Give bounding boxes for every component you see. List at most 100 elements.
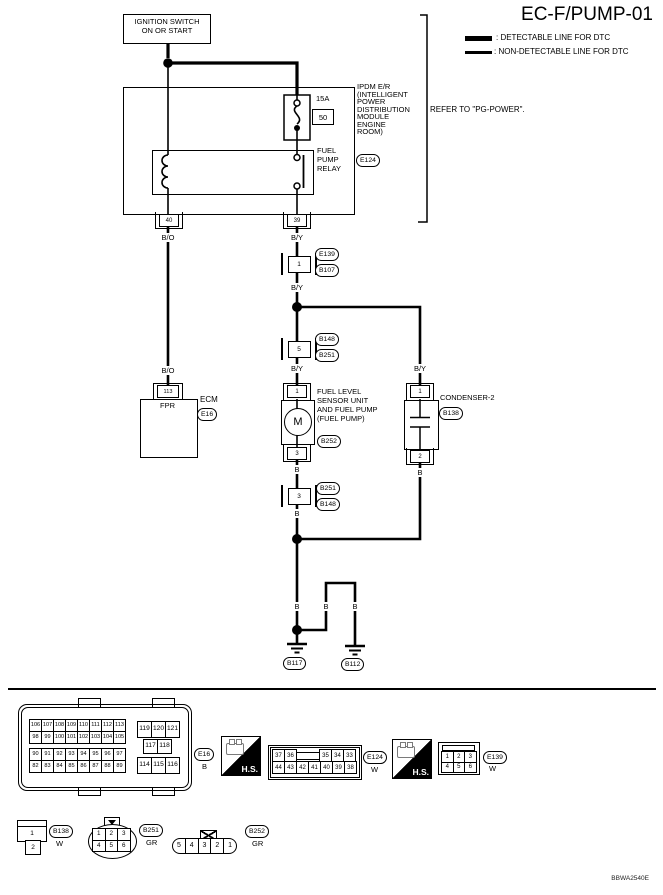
ipdm-name-1: IPDM E/R xyxy=(357,82,391,91)
section-divider xyxy=(8,688,656,690)
relay-name-2: PUMP xyxy=(317,155,339,164)
e139-id-oval: E139 xyxy=(483,751,507,764)
wire-label-by-low: B/Y xyxy=(289,364,305,373)
b251-id-oval: B251 xyxy=(139,824,163,837)
junction-dot-ignition xyxy=(163,58,173,68)
pin-cell: 3 xyxy=(117,828,131,841)
wire-ignition-to-fuse xyxy=(168,61,299,95)
e139-color-label: W xyxy=(489,764,497,773)
inline-connector-3-pin: 3 xyxy=(287,487,311,505)
pin-cell: 38 xyxy=(344,761,357,774)
b252-color-label: GR xyxy=(252,839,264,848)
pin-cell: 4 xyxy=(184,838,199,854)
b138-connector-view: 1 xyxy=(17,820,47,842)
pin-cell: 1 xyxy=(223,838,237,854)
condenser-terminal-2-number: 2 xyxy=(410,450,430,463)
pump-terminal-3: 3 xyxy=(283,445,311,462)
pin-cell: 119 xyxy=(137,721,152,738)
pin-cell: 99 xyxy=(41,731,54,744)
hs-icon: H.S. xyxy=(392,739,432,779)
fuse-rating: 15A xyxy=(316,94,330,103)
condenser-body xyxy=(404,400,439,450)
pump-terminal-1: 1 xyxy=(283,383,311,400)
ipdm-name-4: DISTRIBUTION xyxy=(357,104,410,114)
pin-cell: 118 xyxy=(157,739,172,754)
pin-cell: 3 xyxy=(197,838,212,854)
legend-thick-line-swatch xyxy=(465,36,492,41)
terminal-39: 39 xyxy=(283,212,311,229)
pin-cell: 121 xyxy=(165,721,180,738)
legend-detectable-label: : DETECTABLE LINE FOR DTC xyxy=(496,33,611,42)
wire-condenser-to-join xyxy=(297,461,422,541)
pin-cell: 5 xyxy=(104,839,118,852)
relay-box xyxy=(152,150,314,195)
b138-header-line xyxy=(18,826,46,827)
pin-cell: 120 xyxy=(151,721,166,738)
pump-name-4: (FUEL PUMP) xyxy=(317,414,365,423)
pin-cell: 116 xyxy=(165,757,180,774)
terminal-40-number: 40 xyxy=(159,214,179,227)
ignition-line1: IGNITION SWITCH xyxy=(134,17,200,26)
pump-name-1: FUEL LEVEL xyxy=(317,387,362,396)
wire-label-b-g1: B xyxy=(293,602,301,611)
pin-cell: 2 xyxy=(210,838,225,854)
condenser-terminal-1-number: 1 xyxy=(410,385,430,398)
relay-contact-top xyxy=(293,153,301,162)
terminal-39-bracket xyxy=(283,212,311,229)
pump-connector-oval: B252 xyxy=(317,435,341,448)
terminal-40: 40 xyxy=(155,212,183,229)
connector-glyph-tab xyxy=(400,742,406,748)
fuse-number-box: 50 xyxy=(312,109,334,125)
inline-connector-5-pin: 5 xyxy=(287,340,311,358)
b252-id-oval: B252 xyxy=(245,825,269,838)
junction-dot-ground xyxy=(292,625,302,635)
condenser-name: CONDENSER-2 xyxy=(440,393,495,402)
connector-oval-b148-2: B148 xyxy=(316,498,340,511)
hs-icon: H.S. xyxy=(221,736,261,776)
connector-glyph-tab xyxy=(236,739,242,745)
e16-tab xyxy=(152,787,175,796)
e16-tab xyxy=(152,698,175,707)
terminal-113: 113 xyxy=(153,383,183,400)
wire-label-b-g2: B xyxy=(322,602,330,611)
wire-label-b-cond: B xyxy=(416,468,424,477)
pump-body xyxy=(281,400,315,445)
e16-tab xyxy=(78,698,101,707)
b138-pin-1: 1 xyxy=(30,830,34,837)
connector-glyph-tab xyxy=(229,739,235,745)
ignition-switch-box: IGNITION SWITCH ON OR START xyxy=(123,14,211,44)
connector-oval-b251-2: B251 xyxy=(316,482,340,495)
e124-id-oval: E124 xyxy=(363,751,387,764)
pin-cell: 89 xyxy=(113,760,126,773)
e139-top-strip xyxy=(442,745,475,751)
condenser-terminal-1-bracket xyxy=(406,383,434,400)
connector-oval-b107: B107 xyxy=(315,264,339,277)
ecm-name: ECM xyxy=(200,395,218,404)
wire-label-b-pump: B xyxy=(293,465,301,474)
e16-connector-inner-border xyxy=(21,707,189,788)
hs-label: H.S. xyxy=(412,767,429,777)
ipdm-name-7: ROOM) xyxy=(357,127,383,136)
connector-glyph-tab xyxy=(407,742,413,748)
e124-inner-border xyxy=(270,747,360,778)
refer-note: REFER TO "PG-POWER". xyxy=(430,105,525,114)
condenser-terminal-2-bracket xyxy=(406,448,434,465)
wire-label-bo-low: B/O xyxy=(160,366,176,375)
pump-terminal-1-bracket xyxy=(283,383,311,400)
pump-name-2: SENSOR UNIT xyxy=(317,396,369,405)
motor-symbol: M xyxy=(284,408,312,436)
x-mark-icon xyxy=(201,831,216,840)
wire-label-by-top: B/Y xyxy=(289,233,305,242)
